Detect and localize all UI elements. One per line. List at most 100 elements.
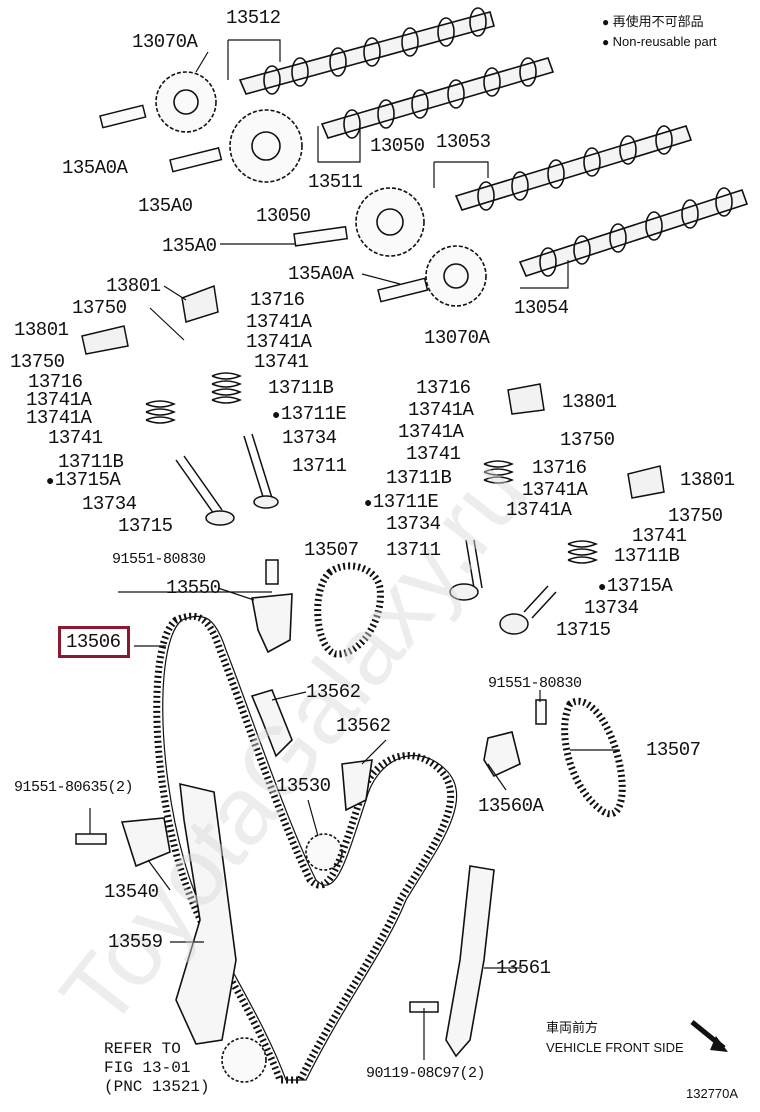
label-13741-a[interactable]: 13741 [254, 351, 309, 373]
refer-line-2[interactable]: FIG 13-01 [104, 1059, 191, 1077]
camshafts [238, 7, 749, 277]
label-13734-a[interactable]: 13734 [282, 427, 337, 449]
label-13559[interactable]: 13559 [108, 931, 163, 953]
label-13540[interactable]: 13540 [104, 881, 159, 903]
label-13801-d[interactable]: 13801 [680, 469, 735, 491]
label-13741a-g[interactable]: 13741A [522, 479, 588, 501]
label-13053[interactable]: 13053 [436, 131, 491, 153]
label-13711e-b[interactable]: 13711E [364, 492, 439, 514]
tensioner-13540 [120, 817, 171, 868]
label-13750-c[interactable]: 13750 [560, 429, 615, 451]
label-13070a-top[interactable]: 13070A [132, 31, 198, 53]
label-13711b-a[interactable]: 13711B [268, 377, 334, 399]
label-13711-b[interactable]: 13711 [386, 539, 441, 561]
label-13741a-c[interactable]: 13741A [26, 389, 92, 411]
label-13734-d[interactable]: 13734 [584, 597, 639, 619]
tensioner-13550 [251, 593, 293, 654]
label-13560a[interactable]: 13560A [478, 795, 544, 817]
label-13711b-b[interactable]: 13711B [58, 451, 124, 473]
damper-13562-a [250, 689, 293, 758]
label-13716-b[interactable]: 13716 [28, 371, 83, 393]
legend-en: Non-reusable part [602, 32, 717, 52]
label-13715a-a[interactable]: 13715A [46, 470, 121, 492]
valve-train [81, 284, 665, 635]
label-13716-d[interactable]: 13716 [532, 457, 587, 479]
label-13741-d[interactable]: 13741 [632, 525, 687, 547]
label-13741-c[interactable]: 13741 [406, 443, 461, 465]
camshaft-13511-upper [238, 7, 495, 95]
front-jp: 車両前方 [546, 1020, 599, 1035]
label-13741a-f[interactable]: 13741A [398, 421, 464, 443]
front-arrow-head [710, 1036, 728, 1052]
label-13741a-a[interactable]: 13741A [246, 311, 312, 333]
label-13715a-b[interactable]: 13715A [598, 576, 673, 598]
label-13741-b[interactable]: 13741 [48, 427, 103, 449]
label-13050-b[interactable]: 13050 [256, 205, 311, 227]
refer-line-3: (PNC 13521) [104, 1078, 210, 1096]
label-13801-c[interactable]: 13801 [562, 391, 617, 413]
label-13512[interactable]: 13512 [226, 7, 281, 29]
label-13801-b[interactable]: 13801 [14, 319, 69, 341]
legend: 再使用不可部品 Non-reusable part [602, 12, 717, 52]
guides [120, 593, 521, 1058]
label-91551-80635[interactable]: 91551-80635(2) [14, 779, 134, 796]
label-135a0a-left[interactable]: 135A0A [62, 157, 128, 179]
camshaft-13054 [518, 187, 749, 277]
label-13715-b[interactable]: 13715 [556, 619, 611, 641]
label-13741a-d[interactable]: 13741A [26, 407, 92, 429]
chain-guide-13561 [445, 865, 495, 1058]
label-13716-a[interactable]: 13716 [250, 289, 305, 311]
label-13711b-c[interactable]: 13711B [386, 467, 452, 489]
label-13507-b[interactable]: 13507 [646, 739, 701, 761]
label-13741a-e[interactable]: 13741A [408, 399, 474, 421]
label-13054[interactable]: 13054 [514, 297, 569, 319]
label-13711b-d[interactable]: 13711B [614, 545, 680, 567]
front-note: 車両前方 VEHICLE FRONT SIDE [546, 1018, 684, 1058]
label-135a0-left[interactable]: 135A0 [138, 195, 193, 217]
label-91551-80830-b[interactable]: 91551-80830 [488, 675, 582, 692]
leader-lines [89, 39, 620, 1060]
label-13511[interactable]: 13511 [308, 171, 363, 193]
legend-jp: 再使用不可部品 [602, 12, 717, 32]
refer-note: REFER TO FIG 13-01 (PNC 13521) [104, 1040, 210, 1097]
label-13562-b[interactable]: 13562 [336, 715, 391, 737]
label-13711e-a[interactable]: 13711E [272, 404, 347, 426]
front-en: VEHICLE FRONT SIDE [546, 1040, 684, 1055]
label-13070a-mid[interactable]: 13070A [424, 327, 490, 349]
label-13562-a[interactable]: 13562 [306, 681, 361, 703]
label-13750-d[interactable]: 13750 [668, 505, 723, 527]
tensioner-13560a [483, 731, 521, 778]
label-13716-c[interactable]: 13716 [416, 377, 471, 399]
label-13741a-h[interactable]: 13741A [506, 499, 572, 521]
timing-chains [153, 562, 626, 1084]
label-13750-a[interactable]: 13750 [72, 297, 127, 319]
label-135a0a-mid[interactable]: 135A0A [288, 263, 354, 285]
label-13530[interactable]: 13530 [276, 775, 331, 797]
crank-gear [221, 1037, 267, 1083]
label-91551-80830-a[interactable]: 91551-80830 [112, 551, 206, 568]
label-13734-c[interactable]: 13734 [386, 513, 441, 535]
label-90119-08c97[interactable]: 90119-08C97(2) [366, 1065, 486, 1082]
label-13734-b[interactable]: 13734 [82, 493, 137, 515]
label-13550[interactable]: 13550 [166, 577, 221, 599]
label-13506[interactable]: 13506 [66, 631, 121, 653]
label-13507-a[interactable]: 13507 [304, 539, 359, 561]
label-13715-a[interactable]: 13715 [118, 515, 173, 537]
figure-number: 132770A [686, 1086, 739, 1101]
chain-guide-13559 [175, 782, 237, 1045]
label-13561[interactable]: 13561 [496, 957, 551, 979]
label-13801-a[interactable]: 13801 [106, 275, 161, 297]
label-135a0-mid[interactable]: 135A0 [162, 235, 217, 257]
label-13711-a[interactable]: 13711 [292, 455, 347, 477]
label-13750-b[interactable]: 13750 [10, 351, 65, 373]
refer-line-1: REFER TO [104, 1040, 181, 1058]
label-13050-a[interactable]: 13050 [370, 135, 425, 157]
highlight-box [58, 626, 130, 658]
label-13741a-b[interactable]: 13741A [246, 331, 312, 353]
camshaft-13053 [454, 125, 693, 211]
damper-13562-b [341, 759, 373, 812]
gears [155, 71, 487, 1083]
bolts [75, 104, 547, 1013]
